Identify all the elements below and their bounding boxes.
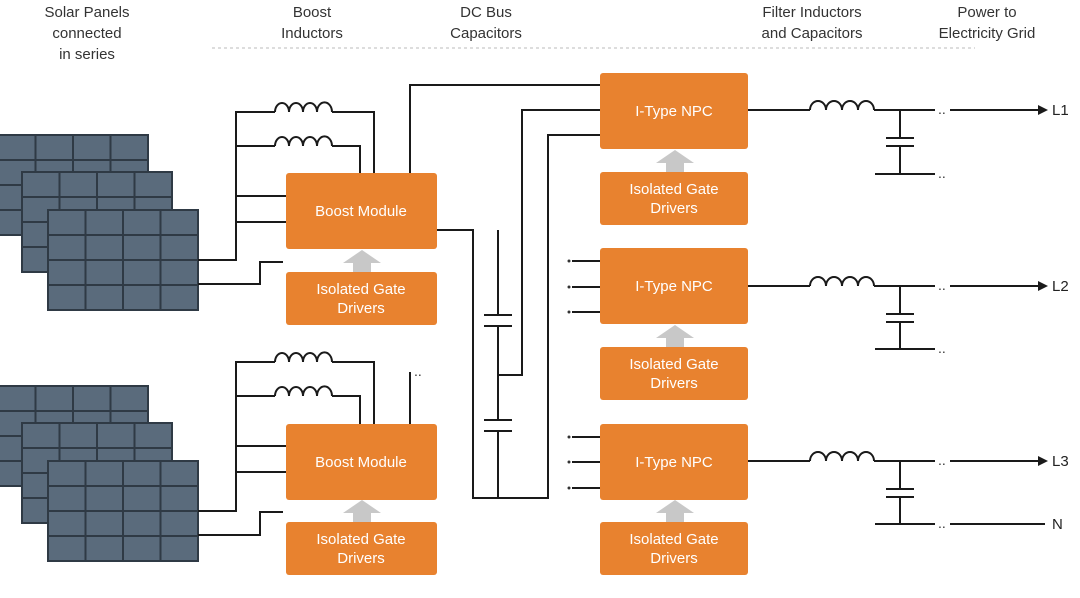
gate-driver-boost-top: Isolated Gate Drivers <box>286 272 437 325</box>
gate-driver-line1: Isolated Gate <box>316 531 405 548</box>
header-grid-line2: Electricity Grid <box>939 25 1036 42</box>
boost-module-bottom: Boost Module <box>286 424 437 500</box>
npc-label: I-Type NPC <box>635 454 713 471</box>
gate-driver-line2: Drivers <box>650 375 698 392</box>
npc-module-l2: I-Type NPC <box>600 248 748 324</box>
npc-input-stubs <box>567 259 600 490</box>
gate-driver-line1: Isolated Gate <box>629 531 718 548</box>
header-filter-line1: Filter Inductors <box>762 4 861 21</box>
ellipsis-l2-neutral: .. <box>938 340 946 356</box>
gate-driver-line1: Isolated Gate <box>629 181 718 198</box>
npc-module-l3: I-Type NPC <box>600 424 748 500</box>
gate-driver-line2: Drivers <box>650 550 698 567</box>
ellipsis-l2: .. <box>938 277 946 293</box>
solar-panel <box>47 460 199 562</box>
dc-bus <box>409 84 600 499</box>
header-boost-line1: Boost <box>293 4 332 21</box>
gate-driver-line2: Drivers <box>337 550 385 567</box>
header-dcbus-line2: Capacitors <box>450 25 522 42</box>
npc-label: I-Type NPC <box>635 278 713 295</box>
wiring-bottom-boost: .. <box>198 351 422 536</box>
gate-driver-line1: Isolated Gate <box>629 356 718 373</box>
gate-driver-npc-l3: Isolated Gate Drivers <box>600 522 748 575</box>
output-filter-l1: .. .. L1 <box>748 100 1069 181</box>
output-filter-l3: .. .. L3 N <box>748 451 1069 533</box>
header-boost-inductors: Boost Inductors <box>281 4 343 42</box>
arrow-up-icon <box>656 325 694 347</box>
arrow-up-icon <box>656 500 694 522</box>
header-solar-panels: Solar Panels connected in series <box>44 4 129 63</box>
header-filter: Filter Inductors and Capacitors <box>762 4 863 42</box>
boost-module-top: Boost Module <box>286 173 437 249</box>
header-dcbus-line1: DC Bus <box>460 4 512 21</box>
header-boost-line2: Inductors <box>281 25 343 42</box>
ellipsis-l1: .. <box>938 101 946 117</box>
output-label-l3: L3 <box>1052 453 1069 470</box>
gate-driver-npc-l1: Isolated Gate Drivers <box>600 172 748 225</box>
header-grid: Power to Electricity Grid <box>939 4 1036 42</box>
output-label-l2: L2 <box>1052 278 1069 295</box>
boost-module-label: Boost Module <box>315 454 407 471</box>
arrow-up-icon <box>656 150 694 172</box>
gate-driver-npc-l2: Isolated Gate Drivers <box>600 347 748 400</box>
gate-driver-boost-bottom: Isolated Gate Drivers <box>286 522 437 575</box>
gate-driver-line2: Drivers <box>337 300 385 317</box>
arrow-up-icon <box>343 250 381 272</box>
boost-module-label: Boost Module <box>315 203 407 220</box>
output-filter-l2: .. .. L2 <box>748 276 1069 356</box>
solar-panel-stack-top <box>0 134 199 311</box>
header-dc-bus-capacitors: DC Bus Capacitors <box>450 4 522 42</box>
npc-module-l1: I-Type NPC <box>600 73 748 149</box>
header-grid-line1: Power to <box>957 4 1016 21</box>
header-solar-line2: connected <box>52 25 121 42</box>
dc-bus-capacitor <box>484 419 512 432</box>
solar-panel <box>47 209 199 311</box>
ellipsis-l3: .. <box>938 452 946 468</box>
gate-driver-arrows <box>343 150 694 522</box>
gate-driver-line2: Drivers <box>650 200 698 217</box>
output-label-n: N <box>1052 516 1063 533</box>
solar-panel-stack-bottom <box>0 385 199 562</box>
output-label-l1: L1 <box>1052 102 1069 119</box>
arrow-up-icon <box>343 500 381 522</box>
header-filter-line2: and Capacitors <box>762 25 863 42</box>
ellipsis-boost-bottom: .. <box>414 363 422 379</box>
gate-driver-line1: Isolated Gate <box>316 281 405 298</box>
wiring-top-boost <box>198 101 375 285</box>
ellipsis-n: .. <box>938 515 946 531</box>
npc-label: I-Type NPC <box>635 103 713 120</box>
ellipsis-l1-neutral: .. <box>938 165 946 181</box>
header-solar-line1: Solar Panels <box>44 4 129 21</box>
header-solar-line3: in series <box>59 46 115 63</box>
dc-bus-capacitor <box>484 314 512 327</box>
